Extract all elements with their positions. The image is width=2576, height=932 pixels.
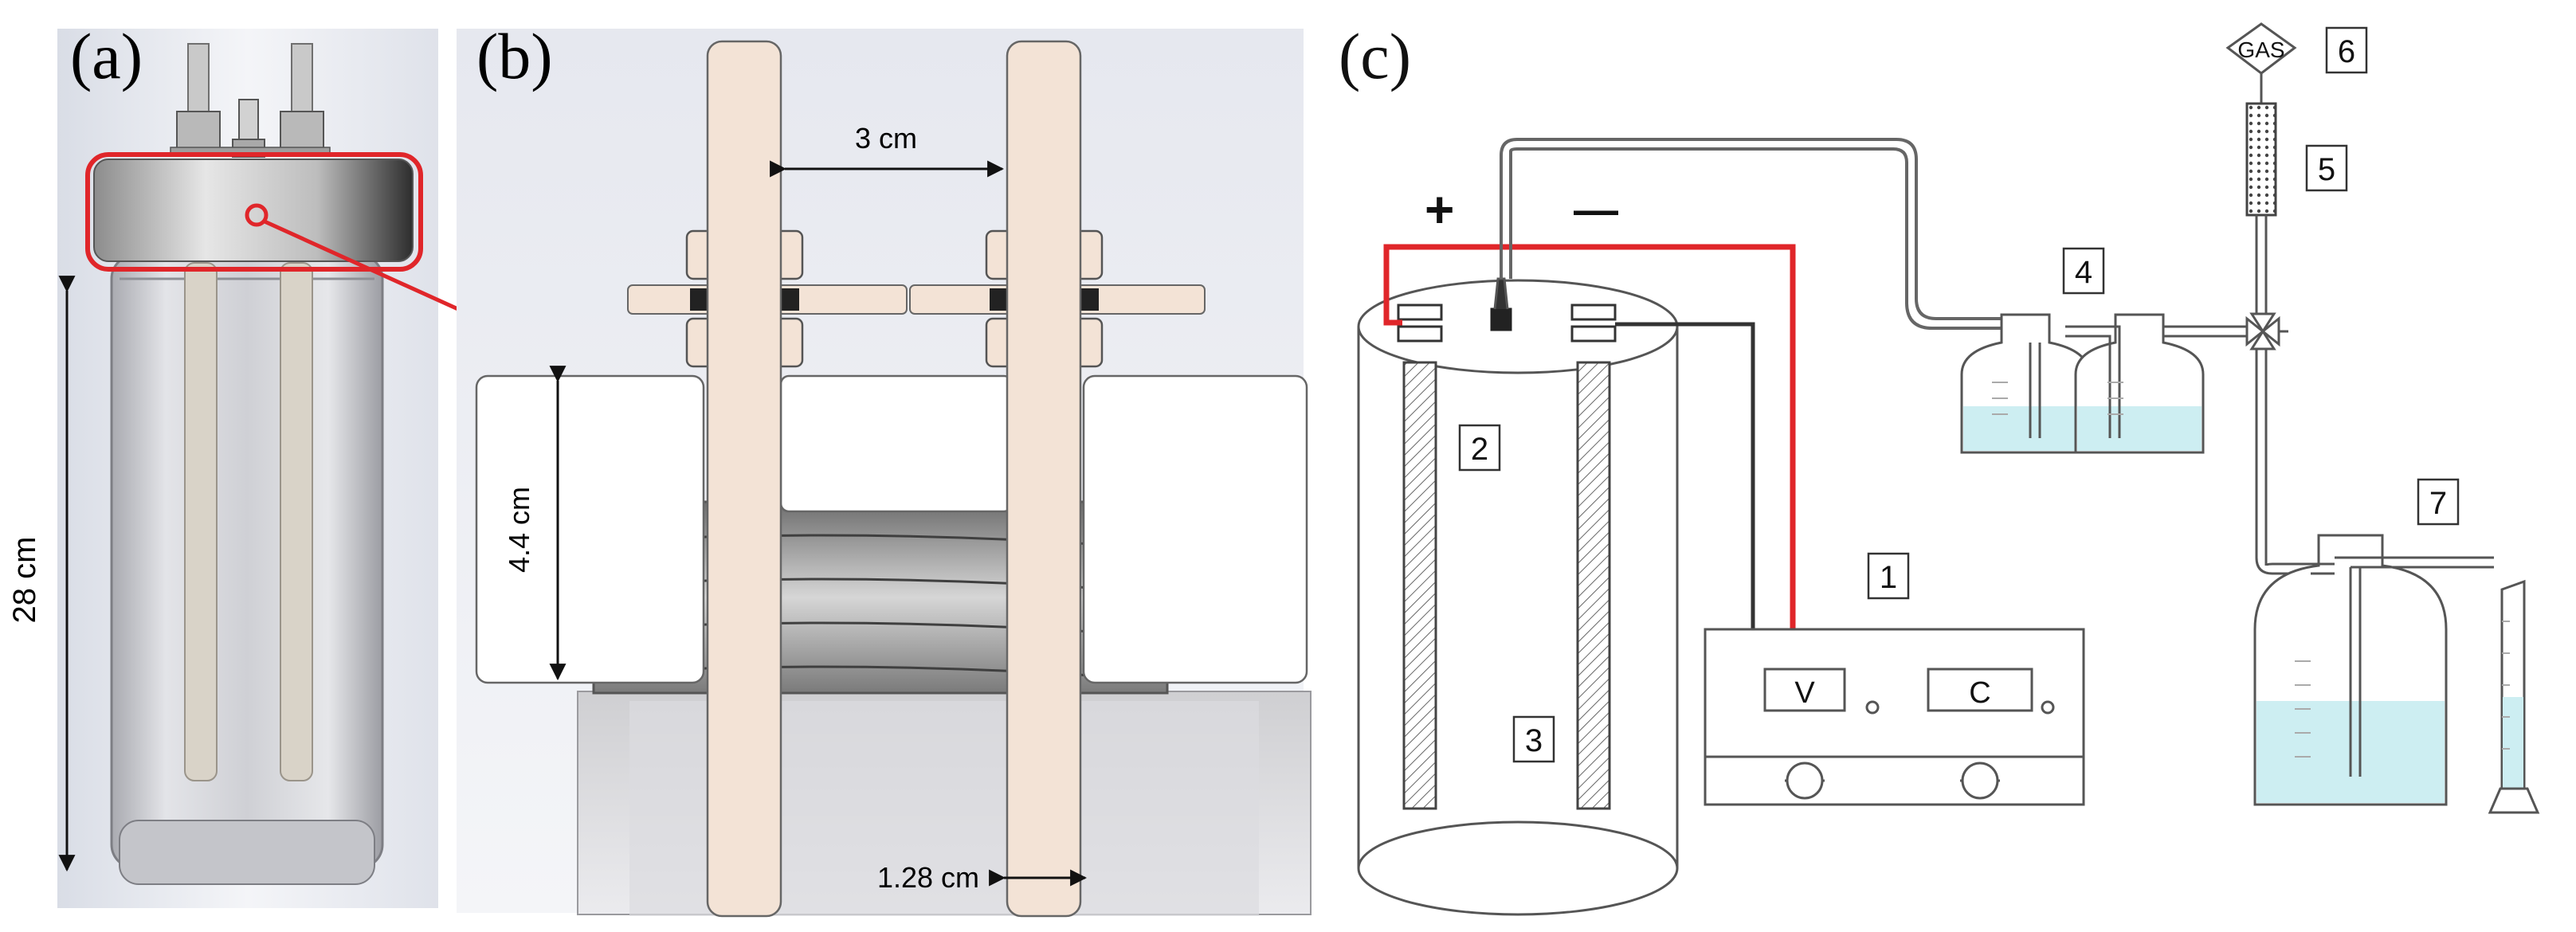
rod-left-section xyxy=(706,40,782,918)
negative-wire xyxy=(1615,322,1755,629)
panel-b-label: (b) xyxy=(476,20,553,92)
spacing-label: 3 cm xyxy=(855,122,917,155)
lid-highlight-box xyxy=(85,152,423,272)
label-box-7 xyxy=(2417,478,2460,526)
panel-b: 3 cm 4.4 cm 1.28 cm (b) xyxy=(457,20,1312,918)
current-display xyxy=(1927,668,2033,712)
electrode-anode xyxy=(1402,361,1437,810)
current-label: C xyxy=(1969,676,1990,710)
panel-c-label: (c) xyxy=(1339,20,1411,92)
reactor-jar xyxy=(110,253,384,870)
component-number-1: 1 xyxy=(1880,560,1897,595)
current-knob xyxy=(1961,762,1999,800)
three-way-valve xyxy=(2245,312,2288,350)
component-number-4: 4 xyxy=(2075,255,2092,290)
lid-highlight-point xyxy=(245,203,269,227)
gas-washing-bottles xyxy=(1960,313,2247,454)
rod-right-section xyxy=(1006,40,1082,918)
electrode-cathode xyxy=(1576,361,1611,810)
label-box-6 xyxy=(2325,26,2368,74)
panel-c: (c) + — xyxy=(1339,20,2540,916)
component-number-5: 5 xyxy=(2318,152,2335,187)
power-supply: V C xyxy=(1704,628,2085,806)
electrode-right xyxy=(280,262,313,781)
reactor-lid xyxy=(93,159,414,262)
component-number-7: 7 xyxy=(2429,486,2447,521)
component-number-3: 3 xyxy=(1525,723,1543,758)
height-label: 28 cm xyxy=(7,537,42,624)
reactor-cylinder xyxy=(1357,279,1679,916)
label-box-5 xyxy=(2305,144,2348,192)
gas-outlet-tube xyxy=(1500,138,2041,343)
component-number-2: 2 xyxy=(1471,432,1488,467)
label-box-4 xyxy=(2062,247,2105,295)
cap-height-label: 4.4 cm xyxy=(503,487,535,573)
electrode-left xyxy=(184,262,218,781)
voltage-display xyxy=(1763,668,1846,712)
panel-a: 28 cm (a) xyxy=(7,20,567,908)
cap-section-right xyxy=(1082,374,1308,684)
positive-wire xyxy=(1383,244,1796,629)
cap-section-center xyxy=(779,374,1014,513)
collection-bottle xyxy=(2253,534,2494,806)
minus-sign: — xyxy=(1574,184,1618,234)
graduated-cylinder xyxy=(2488,579,2540,814)
voltage-knob xyxy=(1786,762,1824,800)
jar-base xyxy=(119,820,375,885)
rod-diameter-label: 1.28 cm xyxy=(877,861,979,894)
label-box-3 xyxy=(1512,715,1555,763)
label-box-2 xyxy=(1458,424,1501,472)
label-box-1 xyxy=(1867,552,1910,600)
voltage-label: V xyxy=(1794,676,1815,710)
flow-meter xyxy=(2245,102,2277,217)
gas-outlet-port xyxy=(1490,307,1512,331)
panel-a-label: (a) xyxy=(70,20,143,92)
plus-sign: + xyxy=(1425,181,1454,238)
component-number-6: 6 xyxy=(2338,34,2355,69)
gas-label: GAS xyxy=(2237,37,2284,62)
cap-section-left xyxy=(475,374,705,684)
